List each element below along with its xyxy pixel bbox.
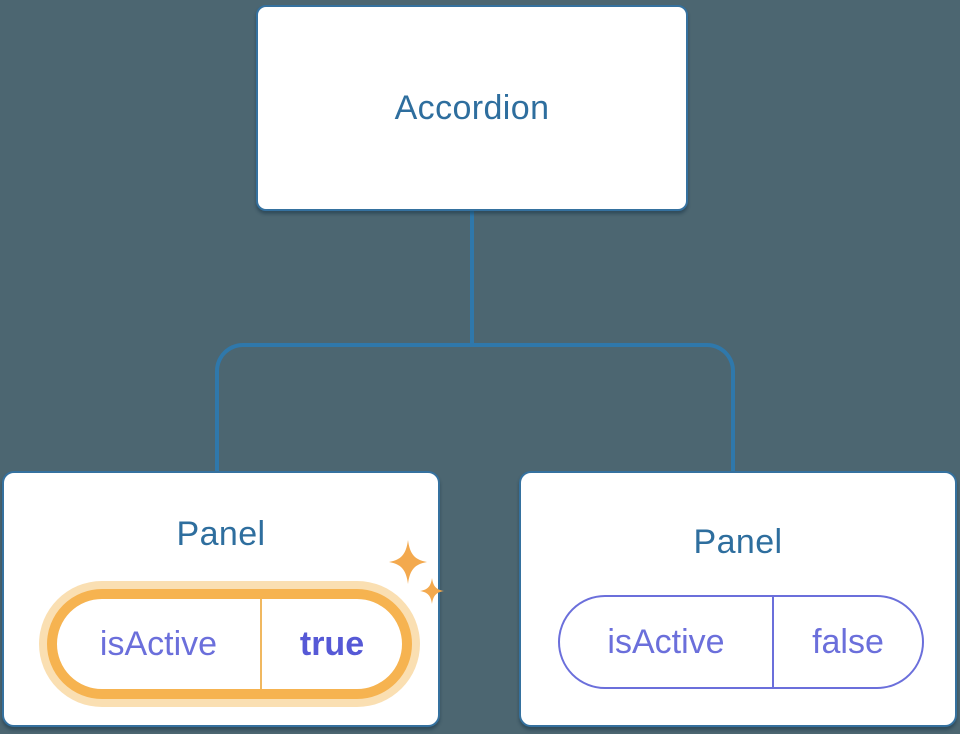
connector-branch-line [215,343,735,472]
panel-node-active: Panel isActive true [2,471,444,727]
panel-node-title: Panel [693,523,783,561]
sparkle-icon [389,540,444,604]
pill-divider [260,599,262,689]
panel-node-inactive: Panel isActive false [519,471,957,727]
state-value-label: true [299,624,365,663]
pill-divider [772,597,774,687]
state-pill-inactive: isActive false [558,595,924,689]
connector-stem-line [470,209,474,345]
state-name-label: isActive [607,622,725,661]
state-pill-active: isActive true [47,589,412,699]
state-value-label: false [812,622,884,661]
panel-node-title: Panel [176,515,266,553]
accordion-node-label: Accordion [394,88,550,127]
accordion-node: Accordion [256,5,688,211]
state-name-label: isActive [99,624,218,663]
